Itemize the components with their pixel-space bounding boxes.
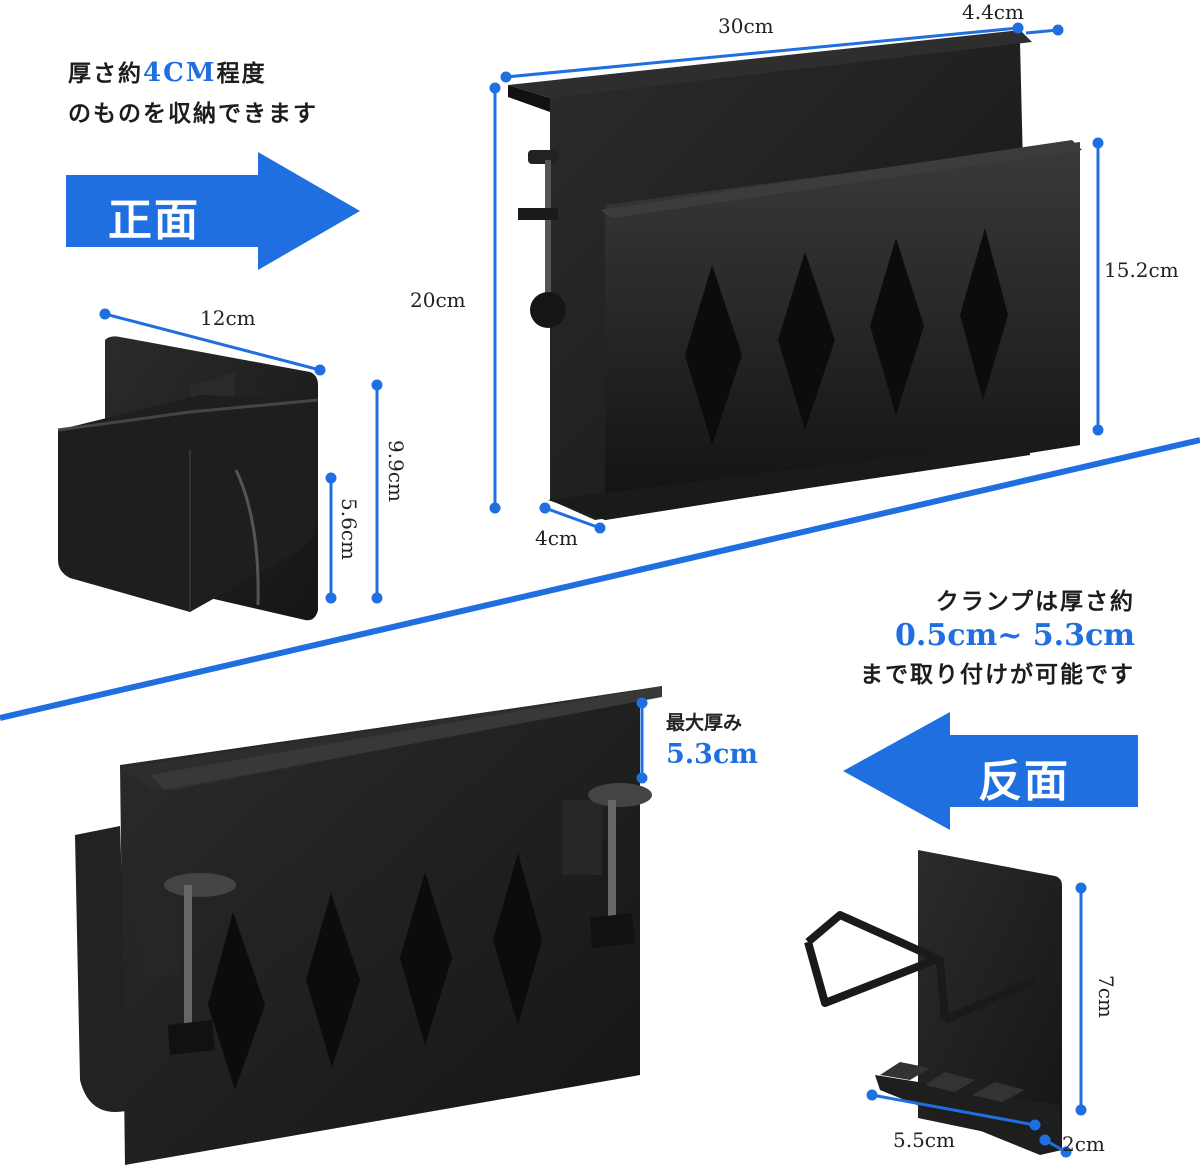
dim-cup-width: 12cm	[200, 306, 256, 330]
back-label: 反面	[978, 756, 1070, 807]
clamp-range: 0.5cm~ 5.3cm	[895, 618, 1135, 653]
dim-main-depth-bottom: 4cm	[535, 526, 578, 550]
dim-cup-inner-height: 5.6cm	[337, 498, 361, 560]
cup-holder	[57, 336, 319, 621]
dim-cup-height: 9.9cm	[384, 440, 408, 502]
main-organizer-front	[508, 30, 1082, 520]
clamp-note-line1: クランプは厚さ約	[935, 588, 1135, 615]
dim-hook-width: 5.5cm	[893, 1128, 955, 1152]
front-arrow	[66, 152, 360, 270]
dim-hook-depth: 2cm	[1062, 1132, 1105, 1156]
capacity-note-line1: 厚さ約4CM程度	[68, 58, 267, 88]
dim-hook-height: 7cm	[1094, 975, 1118, 1018]
hook-holder	[804, 850, 1062, 1155]
clamp-note: クランプは厚さ約 0.5cm~ 5.3cm まで取り付けが可能です	[800, 582, 1135, 689]
max-thickness-value: 5.3cm	[666, 739, 758, 770]
max-thickness-line	[636, 697, 648, 784]
hook-dimension-lines	[866, 882, 1087, 1158]
capacity-note: 厚さ約4CM程度 のものを収納できます	[68, 54, 318, 128]
dim-main-height: 20cm	[410, 288, 466, 312]
max-thickness-label: 最大厚み	[666, 712, 743, 734]
capacity-note-line2: のものを収納できます	[68, 100, 318, 127]
clamp-note-line3: まで取り付けが可能です	[860, 661, 1135, 688]
main-dimension-lines	[489, 22, 1104, 534]
main-organizer-back	[75, 686, 662, 1165]
back-arrow	[843, 712, 1138, 830]
capacity-highlight: 4CM	[143, 58, 217, 88]
cup-dimension-lines	[99, 308, 383, 604]
front-label: 正面	[108, 195, 200, 246]
max-thickness: 最大厚み 5.3cm	[666, 708, 758, 770]
dim-main-depth-top: 4.4cm	[962, 0, 1024, 24]
section-divider	[0, 437, 1200, 721]
dim-main-width: 30cm	[718, 14, 774, 38]
dim-main-inner-height: 15.2cm	[1104, 258, 1179, 282]
